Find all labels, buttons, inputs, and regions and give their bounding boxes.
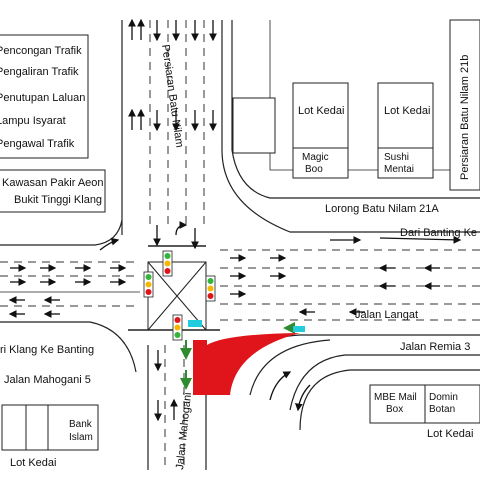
road-label: Jalan Mahogani 5 xyxy=(4,374,91,386)
shop-name: Botan xyxy=(429,404,455,415)
shop-lot-label: Lot Kedai xyxy=(298,105,344,117)
shop-name: Box xyxy=(386,404,403,415)
road-label: Jalan Mahogani xyxy=(174,392,194,471)
shop-name: Sushi xyxy=(384,152,409,163)
shop-name: Mentai xyxy=(384,164,414,175)
road-label: Lorong Batu Nilam 21A xyxy=(325,203,439,215)
shop-lot-label: Lot Kedai xyxy=(384,105,430,117)
road-label: ri Klang Ke Banting xyxy=(0,344,94,356)
road-label: Jalan Remia 3 xyxy=(400,341,470,353)
traffic-light-icon xyxy=(172,314,183,341)
shop-name: Bank xyxy=(69,419,93,430)
shop-name: Islam xyxy=(69,432,93,443)
shop-name: Domin xyxy=(429,392,458,403)
svg-text:Bukit Tinggi Klang: Bukit Tinggi Klang xyxy=(14,194,102,206)
traffic-light-icon xyxy=(162,250,173,277)
traffic-arrows xyxy=(8,18,462,422)
road-label: Persiaran Batu Nilam 21b xyxy=(459,55,471,180)
traffic-light-icon xyxy=(143,271,154,298)
shop-name: Magic xyxy=(302,152,329,163)
svg-text:Kawasan Pakir Aeon: Kawasan Pakir Aeon xyxy=(2,177,104,189)
legend-item: Penutupan Laluan xyxy=(0,92,85,104)
legend-item: Lampu Isyarat xyxy=(0,115,66,127)
shop-name: MBE Mail xyxy=(374,392,417,403)
closure-block-south xyxy=(193,340,207,395)
traffic-light-icon xyxy=(205,275,216,302)
parking-area-label: Kawasan Pakir Aeon Bukit Tinggi Klang xyxy=(0,169,106,213)
controller-icon xyxy=(293,326,305,332)
road-label: Dari Banting Ke xyxy=(400,227,477,239)
legend-item: Pencongan Trafik xyxy=(0,45,82,57)
road-label: Persiaran Batu Nilam xyxy=(159,44,185,149)
closure-curve-east xyxy=(207,333,300,395)
road-label: Jalan Langat xyxy=(355,309,418,321)
legend: Pencongan Trafik Pengaliran Trafik Penut… xyxy=(0,34,89,159)
legend-item: Pengaliran Trafik xyxy=(0,66,79,78)
road-closure xyxy=(193,333,300,395)
controller-icon xyxy=(188,320,202,327)
shop-lot-label: Lot Kedai xyxy=(10,457,56,469)
buildings-south xyxy=(1,384,480,451)
traffic-controllers xyxy=(188,320,305,332)
lane-markings xyxy=(0,20,480,470)
road-edges xyxy=(0,20,480,470)
buildings-north xyxy=(232,19,480,191)
legend-item: Pengawal Trafik xyxy=(0,138,75,150)
shop-name: Boo xyxy=(305,164,323,175)
traffic-lights xyxy=(143,250,216,341)
shop-lot-label: Lot Kedai xyxy=(427,428,473,440)
